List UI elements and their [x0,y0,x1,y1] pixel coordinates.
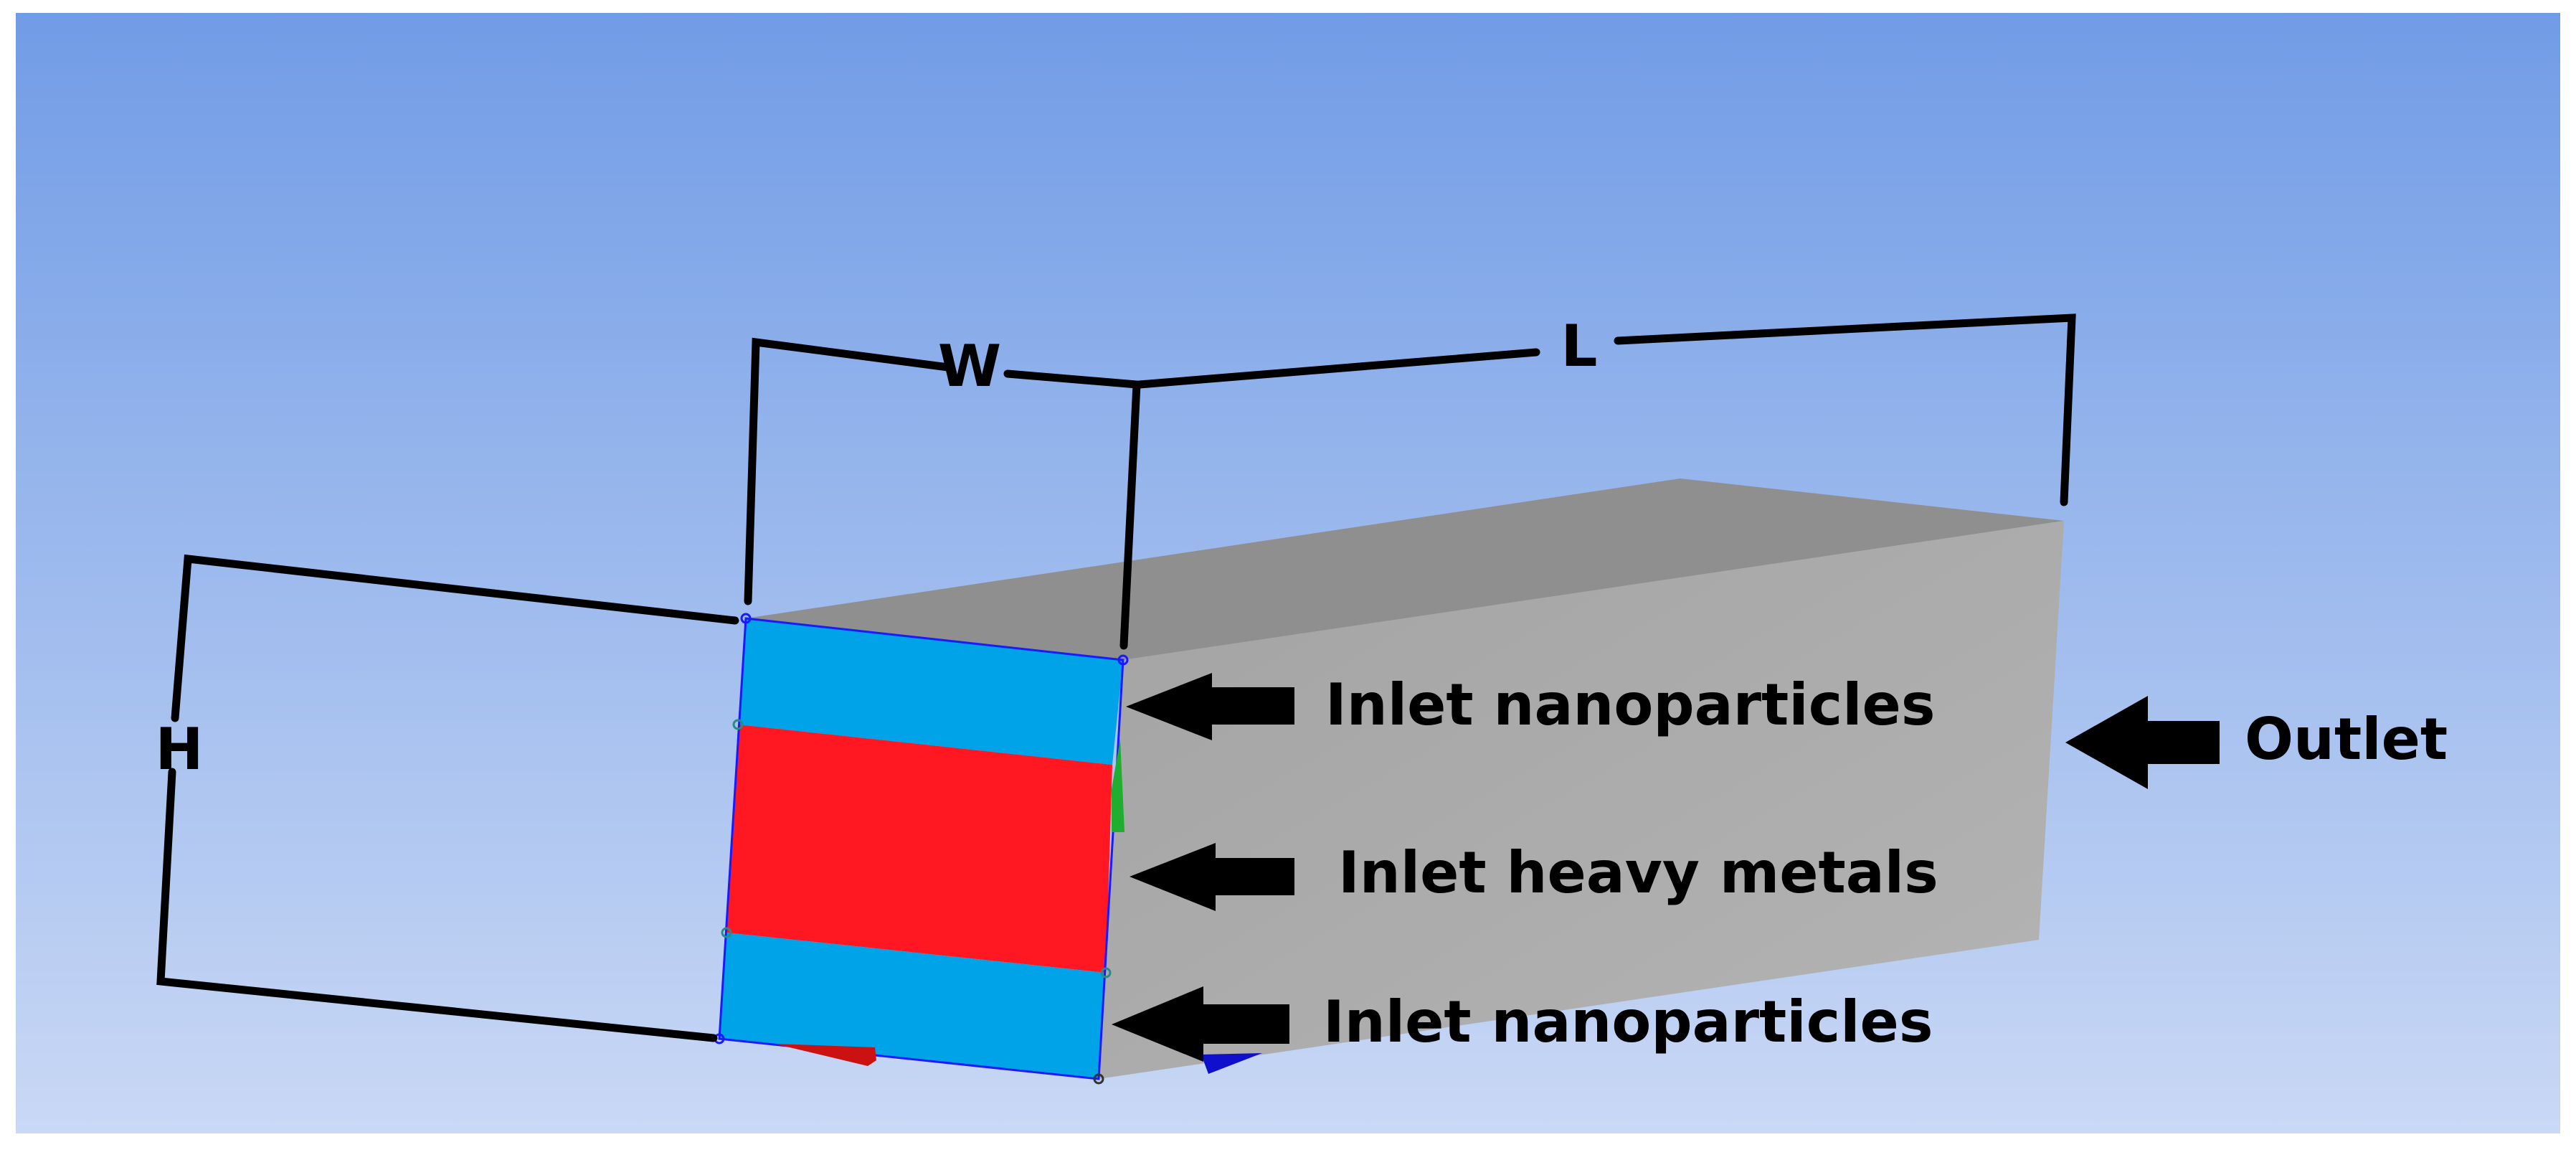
arrow-group [1112,673,2220,1062]
channel-top-face [746,478,2064,660]
left-pointing-block-arrow-icon [1112,986,1289,1062]
channel-side-face [1099,521,2064,1079]
inlet-nanoparticles-top-region [738,618,1123,765]
vertex-marker [1117,654,1129,666]
length-dimension-line-right [1614,313,2076,506]
length-label: L [1561,313,1598,379]
vertex-marker [1100,967,1112,979]
height-label: H [156,716,204,783]
vertex-marker [721,927,732,938]
inlet-nanoparticles-top-label: Inlet nanoparticles [1325,671,1935,738]
length-dimension-line-left [1135,348,1540,389]
inlet-nanoparticles-bottom-label: Inlet nanoparticles [1323,989,1933,1055]
outlet-label: Outlet [2245,706,2448,773]
inlet-face [714,613,1129,1085]
vertex-marker [1093,1073,1104,1085]
vertex-marker [740,613,752,624]
dimension-lines [156,313,2076,1042]
coordinate-axis-triad-icon [775,739,1262,1074]
left-pointing-block-arrow-icon [1130,843,1294,911]
height-dimension-line-top [171,554,739,722]
width-label: W [938,333,1001,400]
height-dimension-line-bottom [156,768,718,1042]
y-axis-icon [1112,739,1124,832]
inlet-nanoparticles-bottom-region [719,933,1106,1079]
z-axis-icon [1201,1053,1262,1074]
left-pointing-block-arrow-icon [1126,673,1294,740]
inlet-heavy-metals-region [726,725,1112,973]
width-dimension-line-left [744,337,952,605]
inlet-face-outline [718,617,1124,1080]
channel-body [746,478,2064,1079]
x-axis-icon [775,1044,876,1066]
inlet-heavy-metals-label: Inlet heavy metals [1338,839,1938,906]
left-pointing-block-arrow-icon [2065,696,2220,789]
vertex-marker [732,719,744,730]
